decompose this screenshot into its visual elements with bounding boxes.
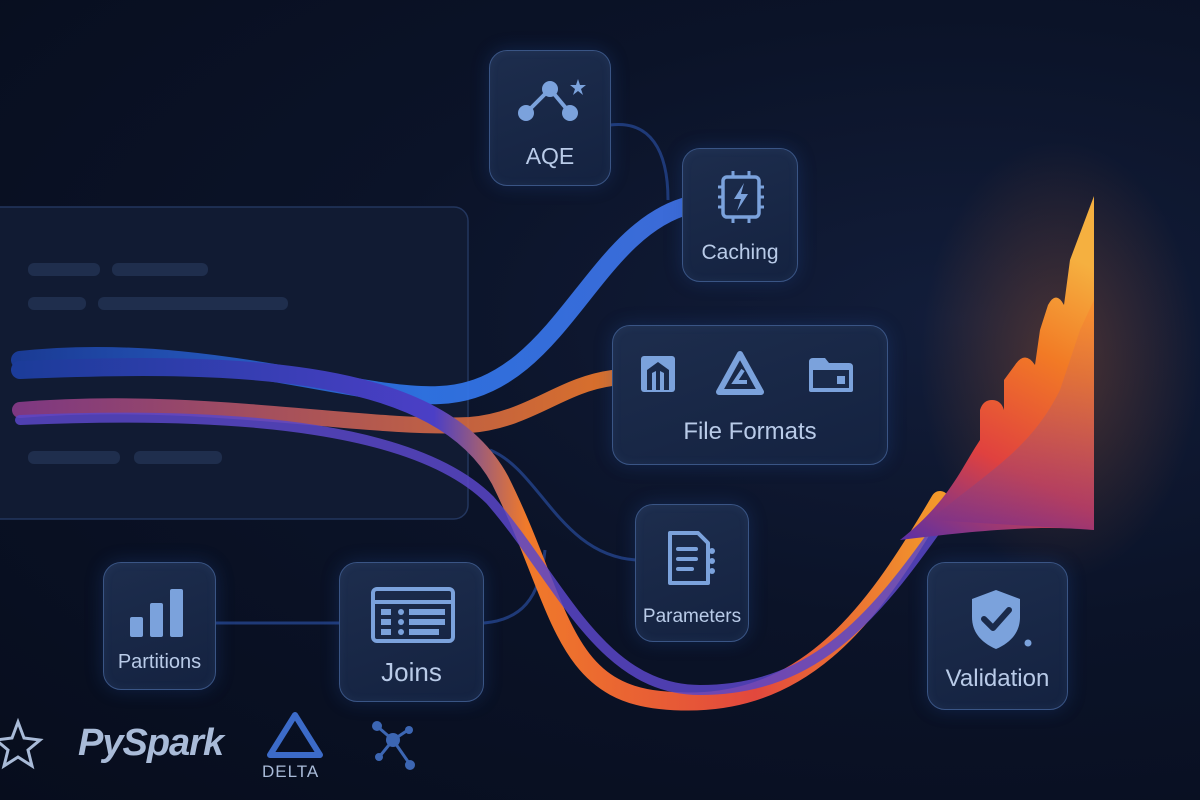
code-line xyxy=(28,263,100,276)
joins-node[interactable]: Joins xyxy=(339,562,484,702)
aqe-node[interactable]: AQE xyxy=(489,50,611,186)
parameters-node[interactable]: Parameters xyxy=(635,504,749,642)
graph-nodes-icon xyxy=(518,79,586,121)
shield-check-icon xyxy=(972,590,1032,649)
chip-lightning-icon xyxy=(718,171,764,223)
file-formats-node[interactable]: File Formats xyxy=(612,325,888,465)
code-line xyxy=(28,297,86,310)
aqe-label: AQE xyxy=(525,143,575,169)
document-list-icon xyxy=(668,531,715,585)
partitions-label: Partitions xyxy=(117,651,202,673)
file-formats-label: File Formats xyxy=(683,418,817,445)
code-line xyxy=(98,297,288,310)
caching-label: Caching xyxy=(701,241,779,264)
folder-icon xyxy=(809,358,853,392)
caching-node[interactable]: Caching xyxy=(682,148,798,282)
delta-triangle-icon xyxy=(716,351,764,395)
delta-triangle-icon xyxy=(267,712,323,758)
network-icon xyxy=(372,721,415,770)
parameters-label: Parameters xyxy=(642,606,742,627)
code-line xyxy=(134,451,222,464)
table-list-icon xyxy=(371,587,455,643)
stream-purple xyxy=(15,412,955,696)
parquet-icon xyxy=(641,356,675,392)
code-line xyxy=(112,263,208,276)
star-icon xyxy=(0,717,44,770)
stream-orange xyxy=(12,370,620,434)
joins-label: Joins xyxy=(381,657,442,687)
validation-node[interactable]: Validation xyxy=(927,562,1068,710)
bar-chart-icon xyxy=(130,589,183,637)
code-line xyxy=(28,451,120,464)
pyspark-logo: PySpark xyxy=(78,722,224,764)
flame-inner xyxy=(930,300,1094,530)
partitions-node[interactable]: Partitions xyxy=(103,562,216,690)
delta-logo-text: DELTA xyxy=(262,762,320,781)
validation-label: Validation xyxy=(945,665,1050,692)
